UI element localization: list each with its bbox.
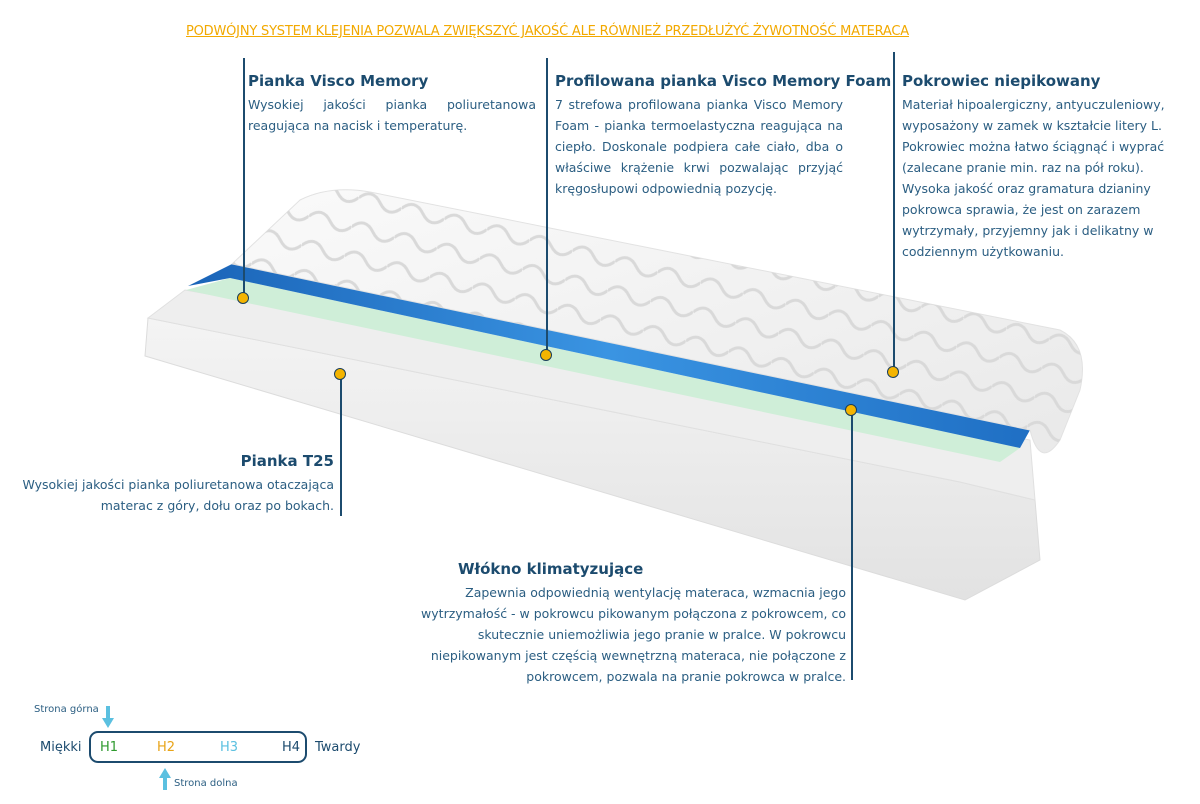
callout-title: Włókno klimatyzujące [458,560,644,578]
leader-line-t25 [340,376,342,516]
leader-line-profiled [546,58,548,356]
callout-text: Wysokiej jakości pianka poliuretanowa ot… [22,477,334,513]
hard-label: Twardy [315,740,361,755]
headline: PODWÓJNY SYSTEM KLEJENIA POZWALA ZWIĘKSZ… [186,24,909,39]
hardness-scale [89,731,307,763]
callout-cover: Pokrowiec niepikowany Materiał hipoalerg… [902,72,1170,262]
callout-t25: Pianka T25 Wysokiej jakości pianka poliu… [18,452,334,516]
callout-title: Profilowana pianka Visco Memory Foam [555,72,892,90]
marker-dot-visco [237,292,249,304]
callout-visco-memory: Pianka Visco Memory Wysokiej jakości pia… [248,72,536,136]
callout-text: Zapewnia odpowiednią wentylację materaca… [421,585,846,684]
marker-dot-t25 [334,368,346,380]
callout-profiled-foam: Profilowana pianka Visco Memory Foam 7 s… [555,72,892,199]
callout-text: Materiał hipoalergiczny, antyuczuleniowy… [902,97,1165,259]
callout-fiber: Włókno klimatyzujące Zapewnia odpowiedni… [392,560,846,687]
callout-title: Pianka T25 [240,452,334,470]
visco-layer [188,264,1030,448]
leader-line-cover [893,52,895,374]
callout-text: 7 strefowa profilowana pianka Visco Memo… [555,97,843,196]
leader-line-fiber [851,412,853,680]
marker-dot-profiled [540,349,552,361]
hardness-level-h1: H1 [100,740,119,755]
t25-foam-base [144,289,1041,601]
arrow-down-icon [102,706,114,728]
hardness-level-h2: H2 [157,740,176,755]
arrow-up-icon [159,768,171,790]
hardness-level-h4: H4 [282,740,301,755]
marker-dot-fiber [845,404,857,416]
fiber-layer [186,278,1020,462]
bottom-side-label: Strona dolna [174,778,238,789]
leader-line-visco [243,58,245,298]
callout-title: Pianka Visco Memory [248,72,429,90]
soft-label: Miękki [40,740,82,755]
hardness-level-h3: H3 [220,740,239,755]
callout-text: Wysokiej jakości pianka poliuretanowa re… [248,97,536,133]
top-side-label: Strona górna [34,704,99,715]
callout-title: Pokrowiec niepikowany [902,72,1101,90]
marker-dot-cover [887,366,899,378]
mattress-cover [230,189,1083,454]
